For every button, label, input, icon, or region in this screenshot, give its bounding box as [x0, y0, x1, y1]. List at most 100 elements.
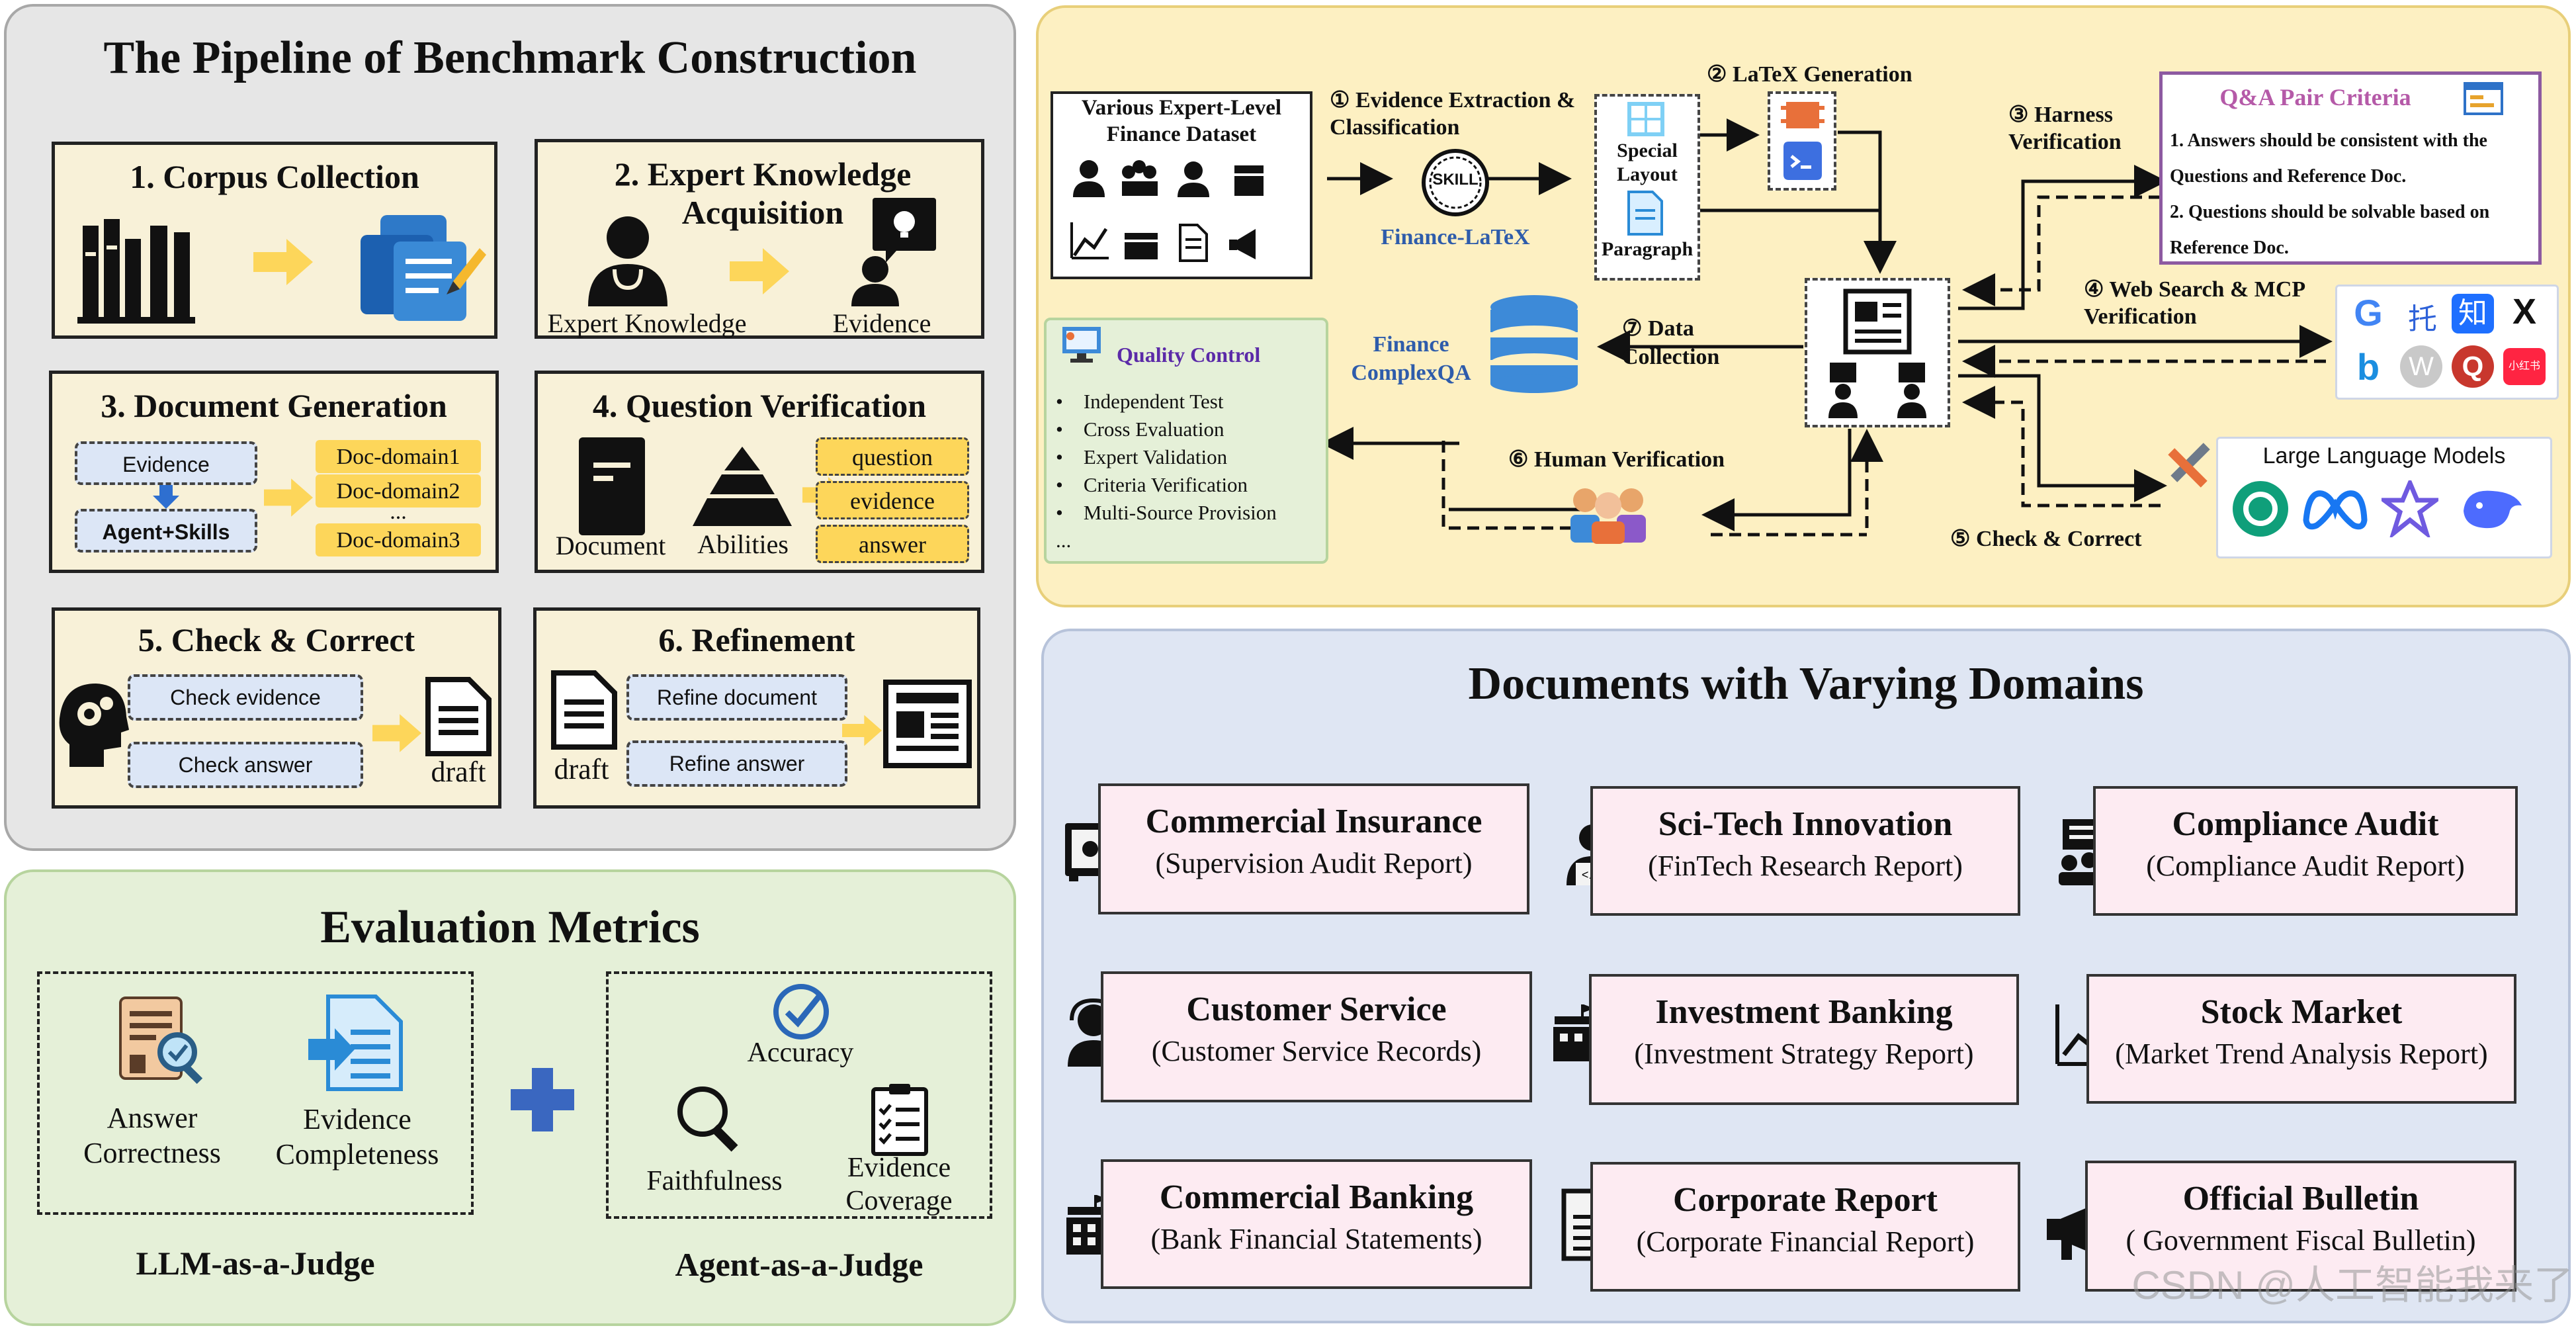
step-title: 5. Check & Correct [138, 621, 415, 658]
domain-name: Commercial Banking [1159, 1178, 1474, 1216]
step-title: 6. Refinement [658, 621, 855, 658]
paragraph-doc-icon [1627, 191, 1663, 236]
step3-label: ③ Harness Verification [2008, 103, 2122, 154]
evidence-coverage-label: Evidence Coverage [845, 1153, 953, 1217]
document-icon [1179, 224, 1208, 262]
llm-judge-label: LLM-as-a-Judge [136, 1245, 375, 1282]
deepseek-icon [2464, 490, 2522, 529]
monitor-icon [1062, 327, 1101, 363]
domain-name: Investment Banking [1655, 993, 1953, 1031]
qc-item: • Multi-Source Provision [1056, 501, 1277, 524]
step-check-correct: 5. Check & Correct Check evidence Check … [52, 607, 501, 809]
settings-window-icon [2464, 82, 2503, 115]
step-title: 2. Expert Knowledge Acquisition [614, 155, 912, 231]
domain-subtitle: (Customer Service Records) [1151, 1035, 1482, 1067]
pipeline-title: The Pipeline of Benchmark Construction [103, 32, 917, 83]
step1-label: ① Evidence Extraction & Classification [1330, 88, 1576, 140]
step4-label: ④ Web Search & MCP Verification [2084, 277, 2305, 329]
expert-knowledge-label: Expert Knowledge [547, 308, 747, 338]
dataset-title: Various Expert-Level Finance Dataset [1081, 96, 1282, 146]
qc-item: • Criteria Verification [1056, 473, 1248, 496]
domain-name: Stock Market [2200, 993, 2403, 1031]
document-icon [579, 437, 645, 535]
quality-control-list: • Independent Test • Cross Evaluation • … [1056, 388, 1327, 554]
check-evidence-chip: Check evidence [128, 674, 363, 721]
evidence-chip: Evidence [75, 441, 257, 485]
domain-name: Commercial Insurance [1145, 803, 1482, 840]
domain-card: Investment Banking (Investment Strategy … [1589, 974, 2019, 1105]
domains-title: Documents with Varying Domains [1468, 658, 2144, 709]
domain-subtitle: (Bank Financial Statements) [1150, 1223, 1482, 1255]
xiaohongshu-icon: 小红书 [2503, 348, 2546, 385]
domain-card: Corporate Report (Corporate Financial Re… [1590, 1162, 2020, 1292]
step-title: 3. Document Generation [101, 387, 447, 424]
documents-stack-icon [361, 215, 486, 321]
llm-judge-box [37, 971, 474, 1215]
quality-control-title: Quality Control [1117, 343, 1261, 367]
check-answer-chip: Check answer [128, 742, 363, 788]
domain-card: Customer Service (Customer Service Recor… [1101, 971, 1532, 1102]
flow-connectors [1320, 118, 2333, 537]
bank-icon [1125, 233, 1158, 259]
domain-card: Commercial Banking (Bank Financial State… [1101, 1159, 1532, 1289]
dataset-icons-grid [1070, 160, 1264, 262]
step-question-verification: 4. Question Verification Document Abilit… [535, 371, 984, 573]
domain-name: Customer Service [1186, 991, 1447, 1028]
x-icon: X [2512, 292, 2537, 332]
domain-card: Compliance Audit (Compliance Audit Repor… [2093, 786, 2518, 916]
gemini-icon [2382, 480, 2438, 537]
qc-item: • Expert Validation [1056, 445, 1228, 468]
criteria-item: 2. Questions should be solvable based on… [2170, 202, 2490, 258]
layout-icon [1627, 102, 1664, 136]
step7-label: ⑦ Data Collection [1622, 316, 1720, 369]
check-circle-icon [773, 984, 829, 1040]
evidence-completeness-label: Evidence Completeness [275, 1103, 439, 1171]
doc-domain-ellipsis: ... [390, 500, 407, 524]
arrow-right-icon [730, 248, 789, 294]
criteria-item: 1. Answers should be consistent with the… [2170, 130, 2487, 187]
domain-name: Compliance Audit [2172, 805, 2439, 843]
qc-item: ... [1056, 529, 1072, 552]
watermark: CSDN @人工智能我来了 [2131, 1263, 2573, 1307]
coder-icon [1073, 160, 1105, 197]
finance-latex-label: Finance-LaTeX [1381, 225, 1530, 249]
step-document-generation: 3. Document Generation Evidence Agent+Sk… [49, 371, 499, 573]
agent-judge-label: Agent-as-a-Judge [675, 1246, 923, 1283]
special-layout-label: Special Layout [1617, 140, 1678, 185]
agent-skills-chip: Agent+Skills [75, 509, 257, 553]
bing-icon: b [2356, 346, 2380, 388]
domain-subtitle: ( Government Fiscal Bulletin) [2125, 1224, 2476, 1257]
domain-name: Sci-Tech Innovation [1658, 805, 1953, 843]
refine-document-chip: Refine document [626, 674, 847, 721]
qc-item: • Independent Test [1056, 390, 1224, 413]
books-icon [77, 219, 195, 324]
headset-icon [1178, 161, 1209, 197]
plus-icon [511, 1068, 574, 1131]
step-corpus-collection: 1. Corpus Collection [52, 142, 497, 339]
domain-card: Sci-Tech Innovation (FinTech Research Re… [1590, 786, 2020, 916]
newspaper-icon [883, 680, 972, 768]
doc-domain-chip: Doc-domain1 [316, 440, 481, 473]
refine-answer-chip: Refine answer [626, 740, 847, 787]
review-hub-icon [1828, 288, 1926, 418]
zhihu-icon: 知 [2452, 294, 2494, 333]
tools-icon [2168, 443, 2210, 488]
magnifier-icon [677, 1086, 738, 1152]
domain-card: Commercial Insurance (Supervision Audit … [1098, 783, 1529, 914]
faithfulness-label: Faithfulness [646, 1166, 783, 1196]
doc-domain-chip: Doc-domain3 [316, 523, 481, 556]
bank-building-icon [1234, 165, 1264, 196]
idea-person-icon [851, 198, 936, 306]
meta-icon [2303, 490, 2368, 530]
evaluation-metrics-panel [4, 869, 1016, 1326]
domain-subtitle: (Market Trend Analysis Report) [2115, 1038, 2488, 1070]
team-icon [1122, 160, 1158, 196]
arrow-down-icon [153, 485, 179, 509]
domain-subtitle: (Corporate Financial Report) [1636, 1225, 1975, 1258]
checklist-icon [871, 1084, 928, 1156]
paragraph-label: Paragraph [1601, 238, 1694, 260]
metrics-title: Evaluation Metrics [320, 902, 700, 953]
draft-label: draft [431, 756, 486, 788]
document-arrow-icon [308, 995, 403, 1091]
doctor-icon [588, 216, 667, 306]
